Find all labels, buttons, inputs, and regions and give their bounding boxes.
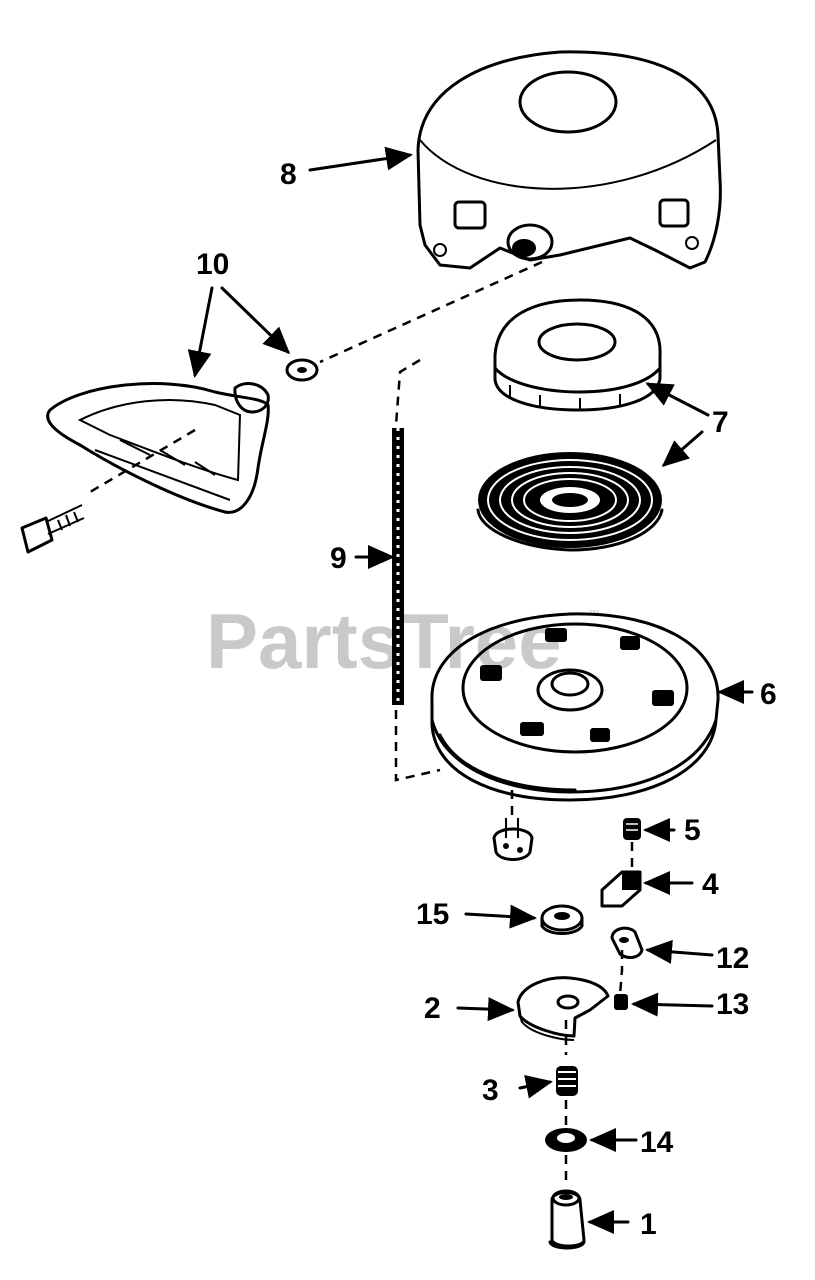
part-8-housing[interactable] [416, 50, 722, 270]
callout-14: 14 [640, 1126, 674, 1159]
callout-3: 3 [482, 1074, 499, 1107]
pawl-axis-line [618, 842, 634, 996]
callout-10: 10 [196, 248, 229, 281]
part-14-washer[interactable] [545, 1128, 587, 1152]
callout-5: 5 [684, 814, 701, 847]
callout-15: 15 [416, 898, 449, 931]
rope-path [394, 358, 441, 782]
callout-8: 8 [280, 158, 297, 191]
watermark-text: PartsTree [206, 597, 562, 685]
part-7-recoil-spring[interactable] [476, 452, 664, 552]
callout-4: 4 [702, 868, 719, 901]
part-10-handle[interactable] [46, 358, 319, 514]
part-13-screw[interactable] [614, 994, 628, 1010]
handle-axis-line [84, 428, 196, 497]
callout-12: 12 [716, 942, 749, 975]
callout-2: 2 [424, 992, 441, 1025]
pulley-center-screw[interactable] [492, 818, 534, 861]
part-3-spring[interactable] [556, 1066, 578, 1096]
callout-9: 9 [330, 542, 347, 575]
callout-6: 6 [760, 678, 777, 711]
part-12-pawl-spring[interactable] [610, 926, 644, 959]
part-15-washer[interactable] [540, 904, 584, 935]
callout-1: 1 [640, 1208, 657, 1241]
rope-connection-line [319, 260, 543, 364]
callout-7: 7 [712, 406, 729, 439]
part-5-screw[interactable] [623, 818, 641, 840]
part-4-pawl[interactable] [600, 870, 642, 908]
part-6-pulley[interactable] [430, 612, 720, 802]
leader-lines [187, 146, 754, 1234]
part-7-spring-cover[interactable] [493, 298, 662, 412]
part-1-pin[interactable] [548, 1189, 586, 1250]
handle-screw[interactable] [20, 504, 85, 554]
callout-13: 13 [716, 988, 749, 1021]
part-2-retainer[interactable] [516, 976, 610, 1041]
